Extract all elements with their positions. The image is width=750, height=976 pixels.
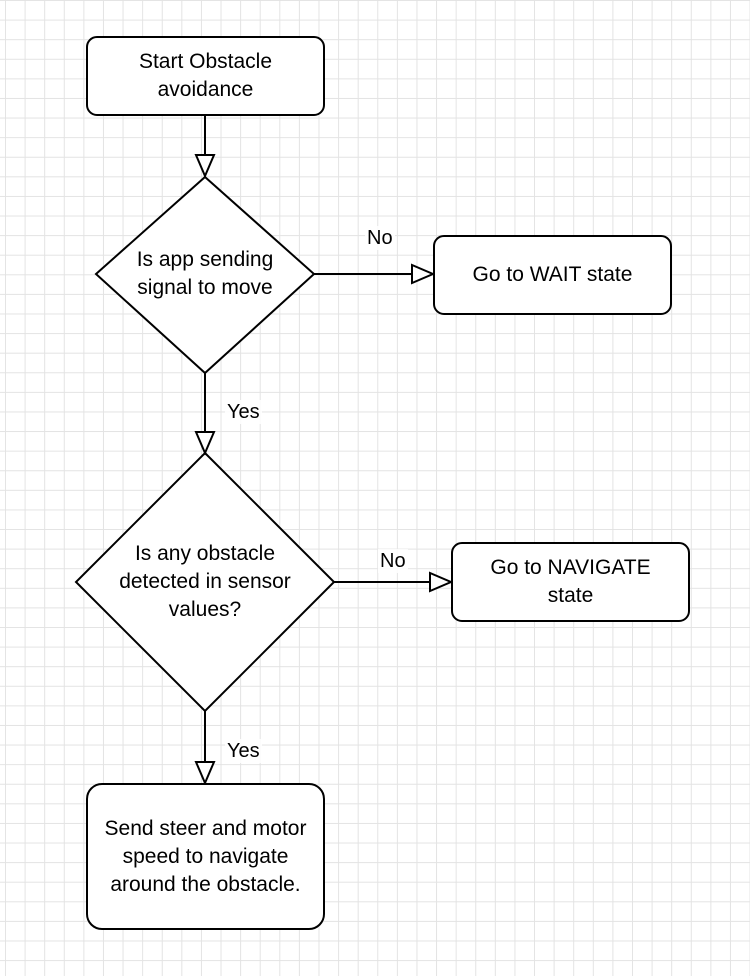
arrowhead-obstacle-yes xyxy=(194,761,216,786)
steer-motor-node[interactable]: Send steer and motor speed to navigate a… xyxy=(86,783,325,930)
decision-app-node[interactable]: Is app sending signal to move xyxy=(106,232,304,316)
arrowhead-start-to-decision-app xyxy=(194,154,216,179)
edge-obstacle-no-label: No xyxy=(378,549,408,573)
steer-motor-label: Send steer and motor speed to navigate a… xyxy=(104,816,307,896)
wait-state-node[interactable]: Go to WAIT state xyxy=(433,235,672,315)
wait-state-label: Go to WAIT state xyxy=(472,263,633,286)
arrowhead-obstacle-no xyxy=(429,571,454,593)
decision-obstacle-label: Is any obstacle detected in sensor value… xyxy=(119,542,291,621)
arrowhead-app-no xyxy=(411,263,436,285)
navigate-state-node[interactable]: Go to NAVIGATE state xyxy=(451,542,690,622)
edge-obstacle-yes-label: Yes xyxy=(225,739,262,763)
start-node[interactable]: Start Obstacle avoidance xyxy=(86,36,325,116)
decision-app-label: Is app sending signal to move xyxy=(136,248,274,299)
navigate-state-label: Go to NAVIGATE state xyxy=(490,556,651,607)
edge-app-no-label: No xyxy=(365,226,395,250)
edge-app-yes-label: Yes xyxy=(225,400,262,424)
arrowhead-app-yes xyxy=(194,431,216,456)
start-node-label: Start Obstacle avoidance xyxy=(138,50,273,101)
decision-obstacle-node[interactable]: Is any obstacle detected in sensor value… xyxy=(96,532,314,632)
